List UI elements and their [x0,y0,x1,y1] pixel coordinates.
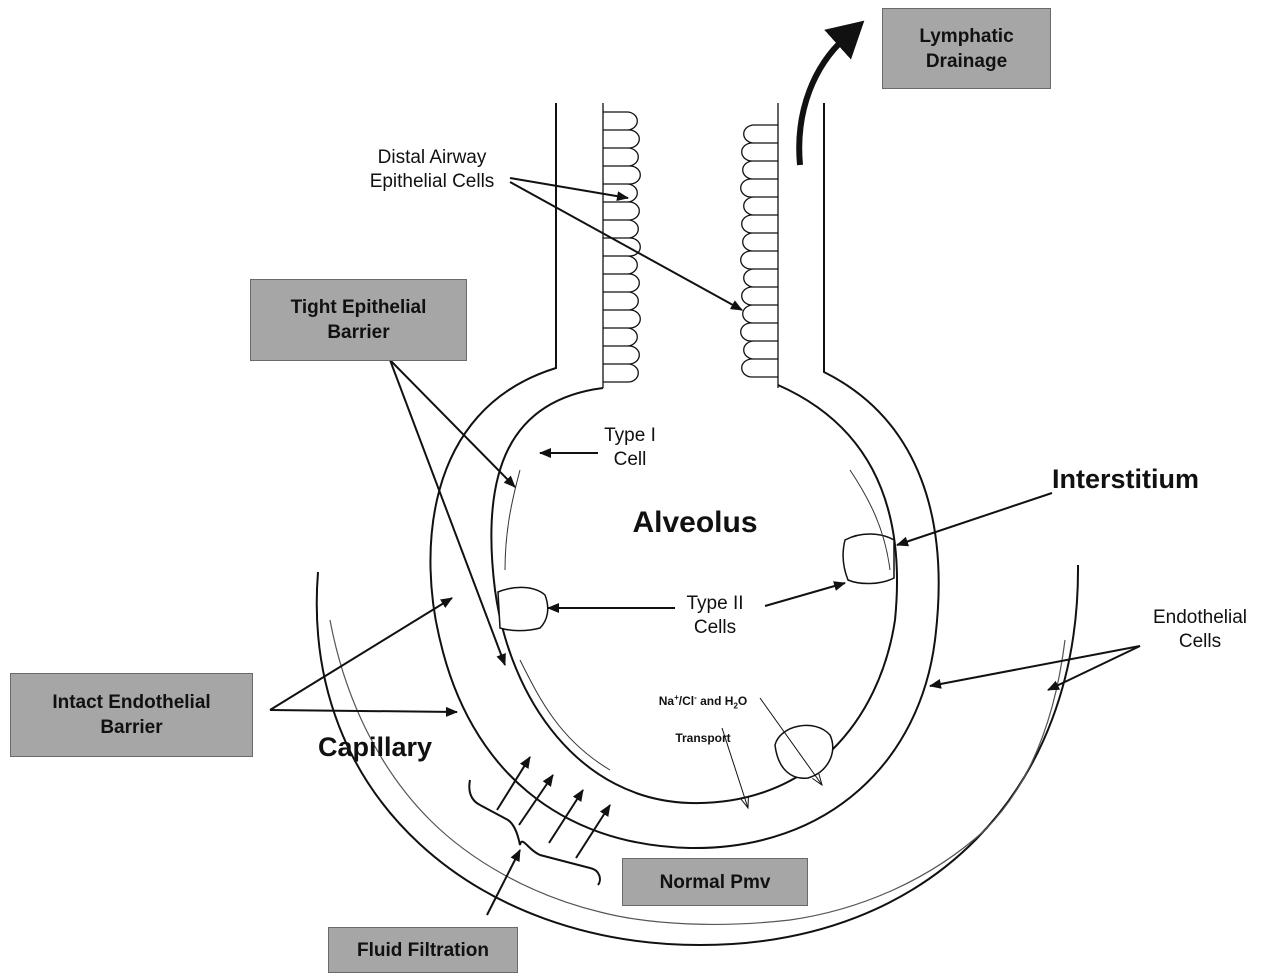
endothelial-cells-label: Endothelial Cells [1130,606,1270,654]
arrow-interstitium [897,493,1052,545]
transport-o: O [738,694,747,708]
arrow-endothelial-1 [930,646,1140,686]
type-ii-cells-label: Type II Cells [670,592,760,640]
arrow-distal-airway-right [510,182,742,310]
lymphatic-drainage-box: Lymphatic Drainage [882,8,1051,89]
type-ii-cell-right [843,534,894,584]
airway-epithelial-cells-left [603,103,640,388]
transport-label: Na+/Cl- and H2O Transport [648,674,758,746]
arrow-filtration-3 [549,790,583,843]
arrow-filtration-2 [519,775,553,825]
interstitium-label: Interstitium [1052,464,1227,495]
transport-word: Transport [675,731,730,745]
lymphatic-drainage-arrow [799,38,845,165]
transport-na: Na [659,694,674,708]
arrow-distal-airway-left [510,178,628,198]
distal-airway-label: Distal Airway Epithelial Cells [352,146,512,194]
type-ii-cell-left [498,587,548,630]
arrow-filtration-1 [497,757,530,810]
type-i-cell-label: Type I Cell [590,424,670,472]
arrow-endothelial-barrier-2 [270,710,457,712]
fluid-filtration-box: Fluid Filtration [328,927,518,973]
airway-epithelial-cells-right [741,103,778,388]
alveolus-label: Alveolus [610,506,780,540]
transport-and-h: and H [697,694,734,708]
tight-epithelial-barrier-box: Tight Epithelial Barrier [250,279,467,361]
arrow-endothelial-barrier-1 [270,598,452,710]
arrow-fluid-filtration-box [487,850,520,915]
arrow-endothelial-2 [1048,646,1140,690]
intact-endothelial-barrier-box: Intact Endothelial Barrier [10,673,253,757]
arrow-type-ii-right [765,583,845,606]
capillary-label: Capillary [318,732,458,763]
transport-cl: /Cl [679,694,694,708]
arrow-tight-epithelial-1 [390,360,515,487]
arrow-filtration-4 [576,805,610,858]
normal-pmv-box: Normal Pmv [622,858,808,906]
type-ii-cell-bottom [775,725,833,778]
